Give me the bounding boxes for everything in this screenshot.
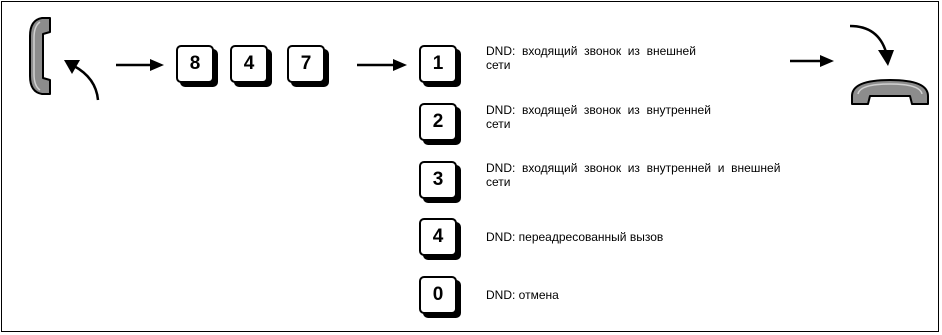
dial-key-7[interactable]: 7 [287, 45, 325, 83]
option-3-line1: DND: входящий звонок из внутренней и вне… [486, 161, 781, 175]
option-key-3[interactable]: 3 [419, 161, 457, 199]
arrow-to-dial [116, 59, 164, 71]
arrow-to-hangup [790, 55, 834, 67]
option-1-text: DND: входящий звонок из внешней сети [486, 44, 696, 72]
option-key-4[interactable]: 4 [419, 218, 457, 256]
option-2-text: DND: входящей звонок из внутренней сети [486, 103, 711, 131]
dial-key-8[interactable]: 8 [176, 45, 214, 83]
arrow-to-options [357, 59, 407, 71]
option-1-line1: DND: входящий звонок из внешней [486, 44, 696, 58]
option-key-0[interactable]: 0 [419, 276, 457, 314]
option-key-2[interactable]: 2 [419, 103, 457, 141]
option-0-line1: DND: отмена [486, 288, 559, 302]
option-4-line1: DND: переадресованный вызов [486, 230, 664, 244]
option-4-text: DND: переадресованный вызов [486, 230, 663, 244]
lift-handset-arrow [64, 60, 100, 101]
option-1-line2: сети [486, 58, 511, 72]
handset-on-hook-icon [851, 79, 929, 105]
handset-off-hook-icon [29, 17, 51, 95]
option-3-text: DND: входящий звонок из внутренней и вне… [486, 161, 780, 189]
option-key-1[interactable]: 1 [419, 45, 457, 83]
option-0-text: DND: отмена [486, 288, 559, 302]
dial-key-4[interactable]: 4 [230, 45, 268, 83]
option-2-line2: сети [486, 117, 511, 131]
hang-up-arrow [849, 24, 894, 66]
option-2-line1: DND: входящей звонок из внутренней [486, 103, 711, 117]
option-3-line2: сети [486, 175, 511, 189]
